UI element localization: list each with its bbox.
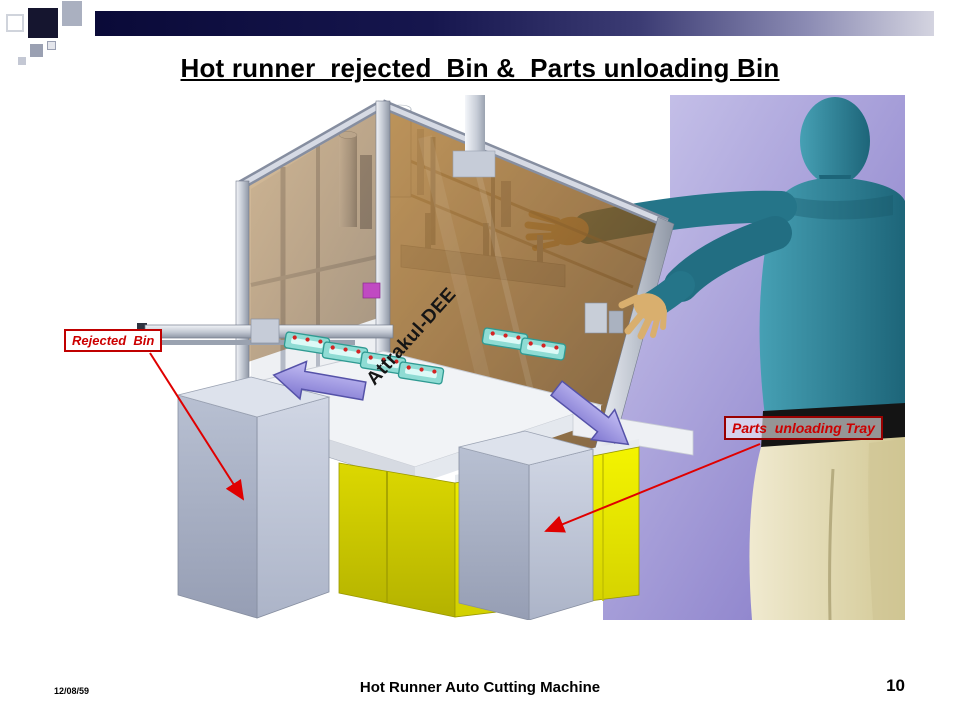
- deco-square-tiny-light: [47, 41, 56, 50]
- machine-illustration: Attrakul-DEE: [133, 95, 905, 620]
- deco-square-black: [28, 8, 58, 38]
- unload-mechanism: [584, 302, 624, 334]
- slide-title: Hot runner rejected Bin & Parts unloadin…: [180, 53, 780, 83]
- mannequin-pants: [749, 437, 905, 620]
- parts-unloading-callout: Parts unloading Tray: [724, 416, 883, 440]
- mannequin-lower-arm: [618, 216, 792, 340]
- footer-title: Hot Runner Auto Cutting Machine: [359, 679, 601, 696]
- top-cylinders: [452, 95, 496, 178]
- enclosure-frame: [235, 99, 675, 475]
- machine-render: [133, 95, 905, 620]
- parts-tray-arrow: [544, 443, 761, 533]
- deco-square-tiny: [18, 57, 26, 65]
- gripper-head: [362, 282, 381, 299]
- mannequin-figure: [524, 97, 905, 620]
- header-decoration-bar: [95, 11, 934, 36]
- deco-square-small: [30, 44, 43, 57]
- rejected-bin-arrow: [149, 352, 245, 501]
- rejected-bin-pedestal: [176, 376, 331, 619]
- annotation-arrows: [149, 352, 761, 533]
- transfer-arrow-right: [549, 380, 630, 446]
- deco-square-outline: [6, 14, 24, 32]
- transfer-arrow-left: [272, 360, 367, 401]
- deco-square-gray: [62, 1, 82, 26]
- parts-bin-pedestal: [458, 430, 594, 620]
- rejected-bin-callout: Rejected Bin: [64, 329, 163, 352]
- footer-date: 12/08/59: [54, 686, 90, 696]
- page-number: 10: [886, 676, 905, 695]
